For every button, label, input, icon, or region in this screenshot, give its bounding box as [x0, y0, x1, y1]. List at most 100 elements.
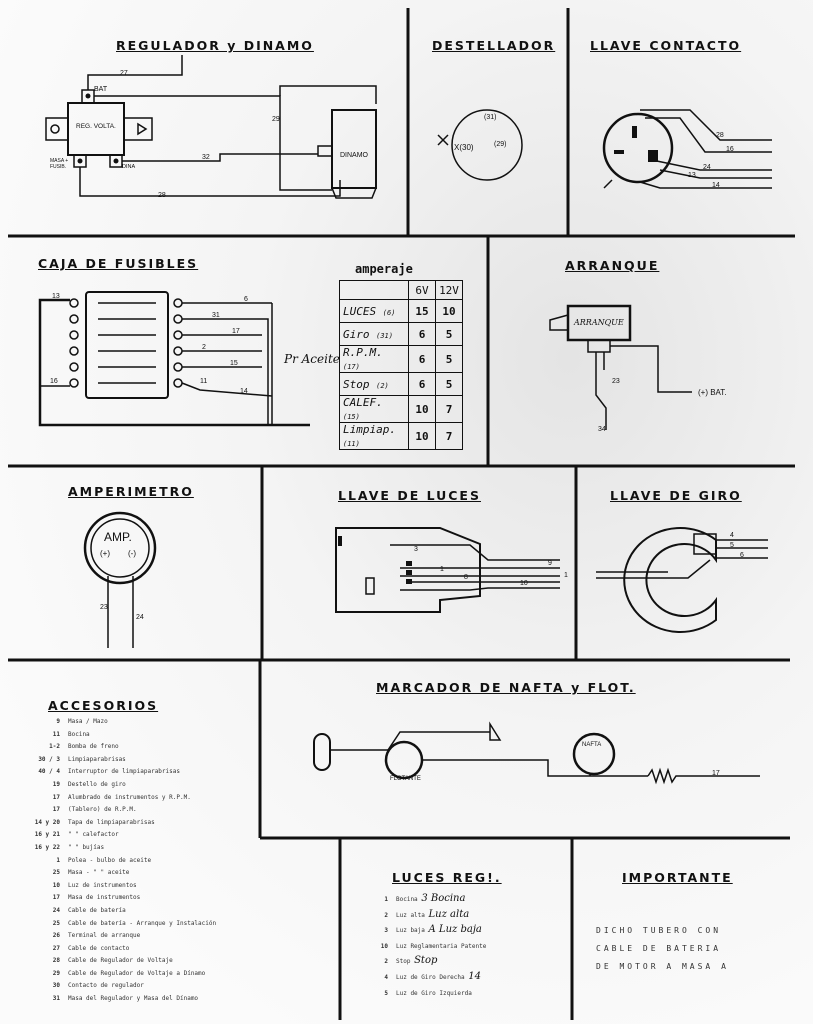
- accesorio-text: Cable de Regulador de Voltaje: [68, 957, 173, 965]
- list-item: 25 Masa - " " aceite: [24, 867, 216, 880]
- accesorio-text: Cable de batería - Arranque y Instalació…: [68, 919, 217, 927]
- amp-minus-label: (-): [128, 549, 136, 558]
- accesorio-number: 30: [52, 982, 60, 990]
- wire-32-label: 32: [202, 154, 210, 161]
- amperaje-header-row: 6V 12V: [339, 280, 463, 300]
- arranque-34-label: 34: [598, 426, 606, 433]
- llave-contacto-title: LLAVE CONTACTO: [590, 38, 742, 53]
- luces-reg-title: LUCES REG!.: [392, 870, 502, 885]
- luz-hand-note: 3 Bocina: [421, 893, 466, 904]
- fusible-right-15-label: 15: [230, 360, 238, 367]
- luz-hand-note: Luz alta: [428, 908, 470, 920]
- accesorio-text: Masa de instrumentos: [68, 894, 141, 902]
- reg-volta-label: REG. VOLTA.: [76, 123, 116, 130]
- accesorio-text: Luz de instrumentos: [68, 881, 137, 889]
- destellador-29-label: (29): [494, 141, 507, 148]
- list-item: 16 y 22" " bujías: [24, 842, 216, 855]
- accesorio-text: Interruptor de limpiaparabrisas: [68, 768, 180, 776]
- amperaje-row-name: Limpiap.: [343, 423, 396, 436]
- accesorio-number: 9: [56, 718, 60, 725]
- accesorio-number: 17: [52, 806, 60, 814]
- marcador-nafta-drawing: [313, 721, 760, 785]
- luz-text: Luz alta: [396, 911, 425, 919]
- fusible-right-6-label: 6: [244, 296, 248, 303]
- fusible-left-16-label: 16: [50, 378, 58, 385]
- amperaje-table: 6V 12V LUCES (6) 15 10 Giro (31) 6 5 R.P…: [339, 280, 463, 450]
- luces-out-1-label: 1: [564, 572, 568, 579]
- luz-number: 5: [384, 989, 388, 997]
- amperimetro-title: AMPERIMETRO: [68, 484, 194, 499]
- accesorio-text: Alumbrado de instrumentos y R.P.M.: [68, 793, 191, 801]
- amperaje-row-name: Giro: [343, 327, 370, 341]
- accesorio-text: Bocina: [68, 730, 90, 738]
- destellador-drawing: [437, 109, 523, 181]
- accesorio-number: 24: [52, 906, 60, 914]
- giro-5-label: 5: [730, 542, 734, 549]
- regulador-drawing: [45, 55, 378, 199]
- panel-dividers: [8, 8, 795, 1020]
- accesorio-number: 11: [52, 730, 60, 738]
- accesorio-number: 25: [52, 869, 60, 877]
- accesorio-number: 19: [52, 780, 60, 788]
- amperaje-row: Giro (31) 6 5: [339, 322, 463, 346]
- amperaje-row-ref: (31): [376, 331, 393, 340]
- list-item: 5 Luz de Giro Izquierda: [358, 986, 486, 1002]
- arranque-drawing: [549, 304, 692, 430]
- accesorio-number: 16 y 21: [34, 831, 60, 839]
- contacto-dots: [614, 126, 658, 162]
- contacto-28-label: 28: [716, 132, 724, 139]
- list-item: 17 Masa de instrumentos: [24, 892, 216, 905]
- accesorio-text: Cable de Regulador de Voltaje a Dínamo: [68, 969, 206, 977]
- amperaje-row-name: R.P.M.: [343, 346, 383, 359]
- contacto-24-label: 24: [703, 164, 711, 171]
- amperaje-row-name: CALEF.: [343, 396, 383, 409]
- luz-text: Bocina: [396, 896, 418, 903]
- bat-label: BAT: [94, 86, 108, 93]
- contacto-14-label: 14: [712, 182, 720, 189]
- masa-fusib-label: MASA + FUSIB.: [50, 158, 69, 170]
- importante-title: IMPORTANTE: [622, 870, 733, 885]
- luz-text: Luz de Giro Izquierda: [396, 989, 472, 997]
- accesorio-number: 25: [52, 919, 60, 927]
- accesorios-title: ACCESORIOS: [48, 698, 159, 713]
- luz-text: Stop: [396, 958, 411, 966]
- amperaje-row-ref: (15): [343, 413, 360, 421]
- luces-1-label: 1: [440, 566, 444, 573]
- luces-3-label: 3: [414, 546, 418, 553]
- amperaje-row-12v: 7: [435, 422, 463, 450]
- luz-number: 4: [384, 973, 388, 981]
- amperaje-row-12v: 5: [435, 322, 463, 346]
- llave-giro-drawing: [596, 527, 768, 633]
- accesorio-text: Cable de contacto: [68, 944, 130, 952]
- amperaje-row-12v: 7: [435, 395, 463, 423]
- luz-text: Luz baja: [396, 927, 425, 935]
- aceite-note: Pr Aceite: [284, 352, 340, 366]
- amperaje-row-ref: (17): [343, 363, 360, 371]
- amp-23-label: 23: [100, 604, 108, 611]
- luces-contacts: [338, 536, 412, 584]
- amperaje-row-ref: (2): [376, 381, 389, 390]
- amperaje-row: LUCES (6) 15 10: [339, 299, 463, 323]
- amperaje-row-6v: 10: [408, 422, 436, 450]
- accesorio-text: (Tablero) de R.P.M.: [68, 806, 137, 814]
- luz-text: Luz Reglamentaria Patente: [396, 942, 487, 950]
- wire-29-label: 29: [272, 116, 280, 123]
- accesorio-number: 16 y 22: [34, 843, 60, 851]
- accesorio-text: Masa - " " aceite: [68, 869, 130, 877]
- amperaje-row: R.P.M. (17) 6 5: [339, 345, 463, 373]
- accesorio-number: 17: [52, 894, 60, 902]
- destellador-30-label: X(30): [454, 143, 474, 152]
